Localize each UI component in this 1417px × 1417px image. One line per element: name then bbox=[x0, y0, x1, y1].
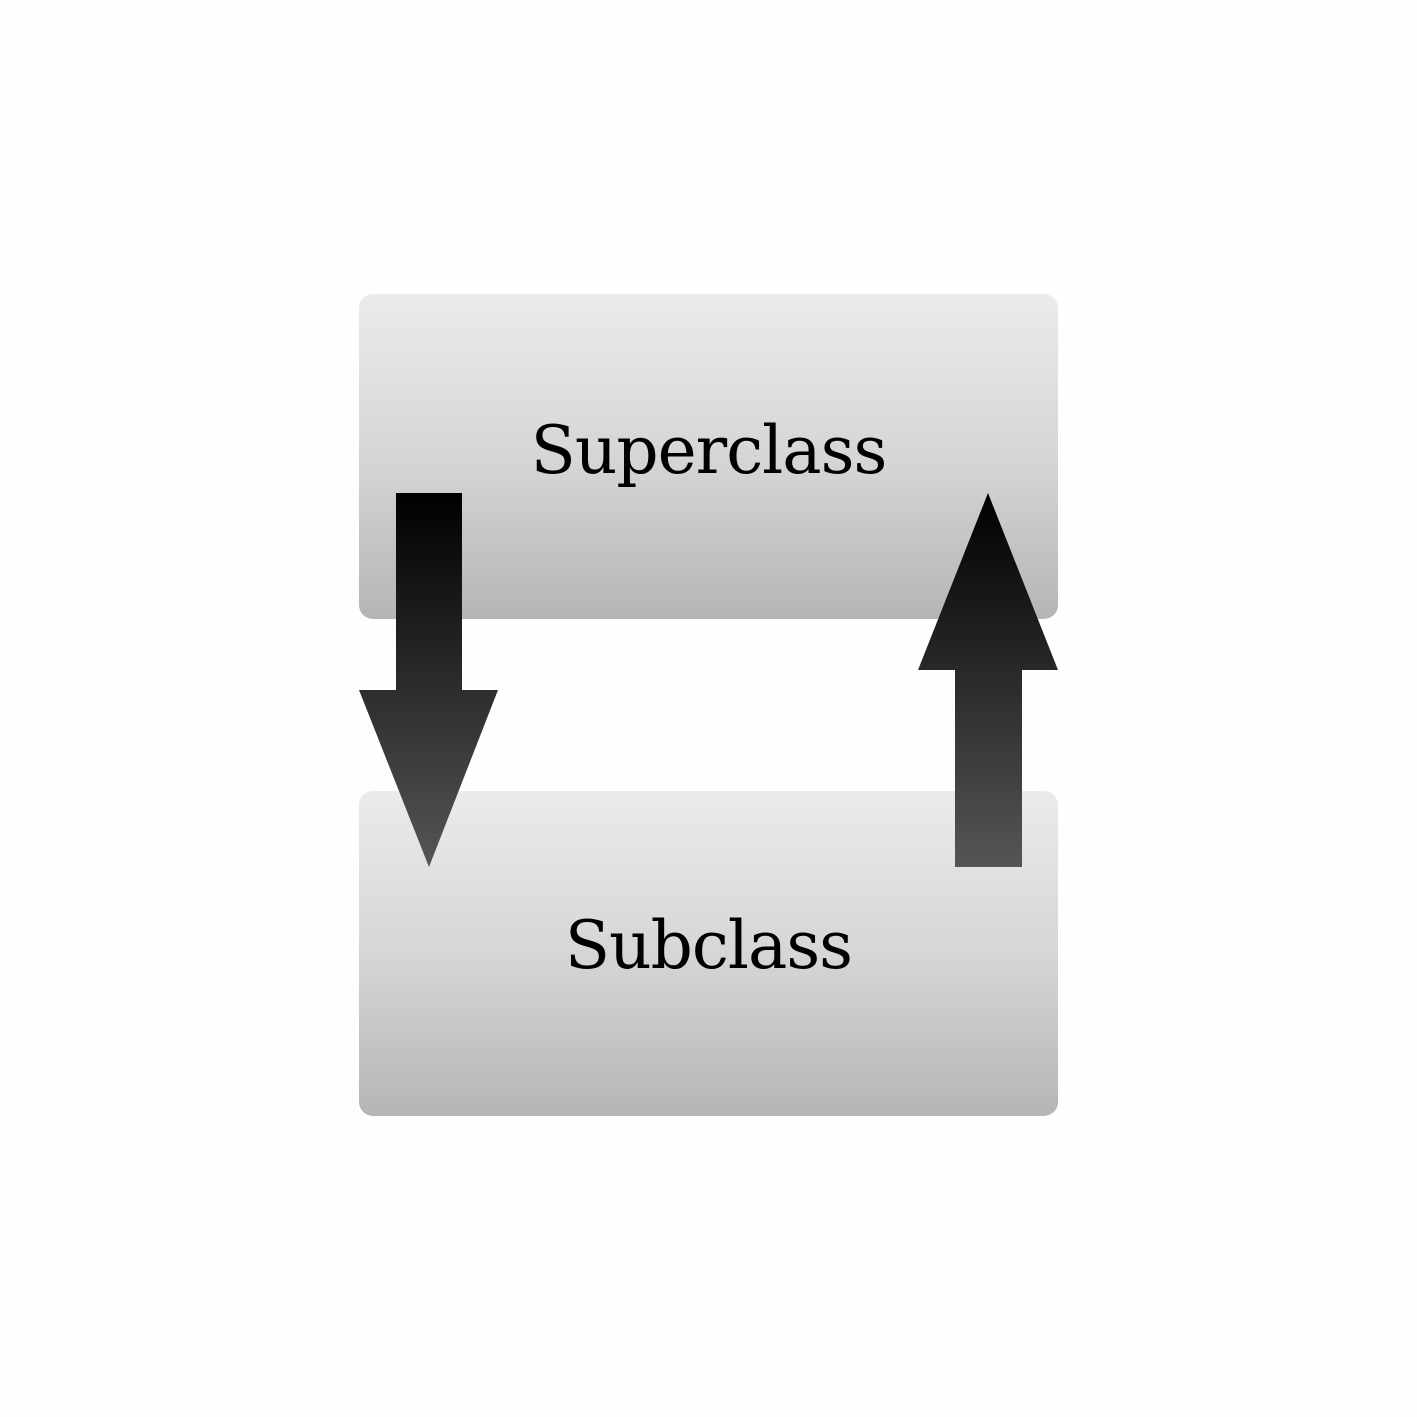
subclass-label: Subclass bbox=[564, 906, 853, 984]
superclass-label: Superclass bbox=[530, 411, 888, 489]
subclass-box: Subclass bbox=[359, 791, 1058, 1116]
superclass-box: Superclass bbox=[359, 294, 1058, 619]
